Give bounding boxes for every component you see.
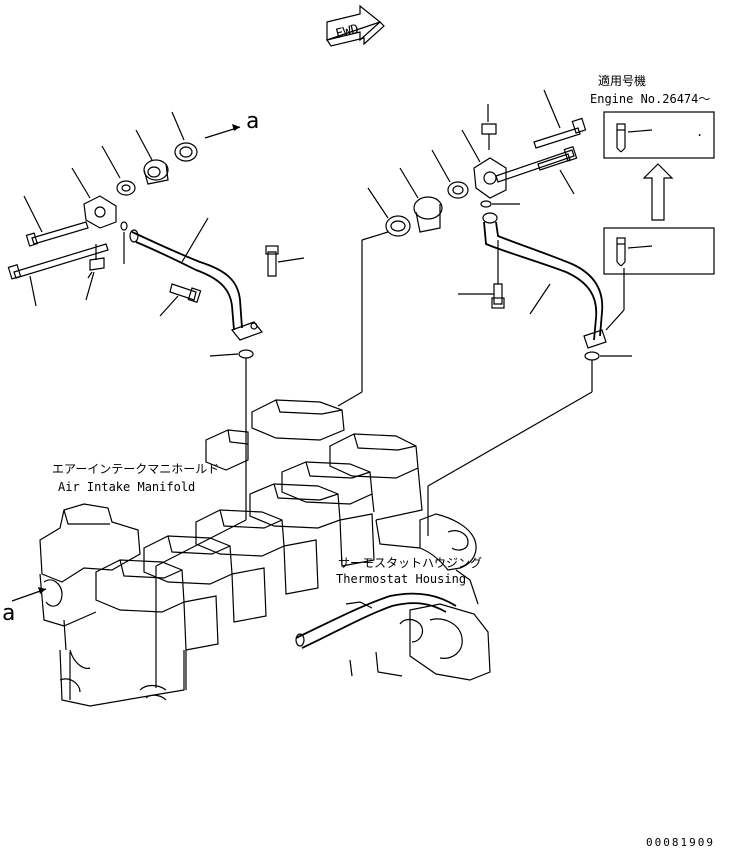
thermostat-label-jp: サーモスタットハウジング	[338, 556, 483, 570]
air-intake-label-en: Air Intake Manifold	[58, 480, 196, 494]
callout-a-left-label: a	[2, 601, 15, 626]
engine-block	[39, 399, 491, 707]
callout-a-top-label: a	[246, 109, 259, 134]
upper-box-mark: .	[696, 125, 703, 139]
fwd-arrow-icon: FWD	[326, 4, 385, 47]
applicability-jp: 適用号機	[598, 74, 647, 88]
up-arrow-icon	[642, 163, 674, 221]
callout-a-top	[204, 124, 241, 139]
right-pipe-assembly	[337, 89, 632, 536]
applicability-lower-box	[603, 227, 715, 275]
left-pipe-assembly	[7, 111, 305, 688]
air-intake-label-jp: エアーインテークマニホールド	[52, 462, 220, 476]
thermostat-label-en: Thermostat Housing	[336, 572, 467, 586]
fwd-text: FWD	[334, 22, 361, 42]
applicability-upper-box	[603, 111, 715, 159]
drawing-number: 00081909	[646, 836, 715, 849]
applicability-engine-range: Engine No.26474～	[590, 92, 711, 106]
